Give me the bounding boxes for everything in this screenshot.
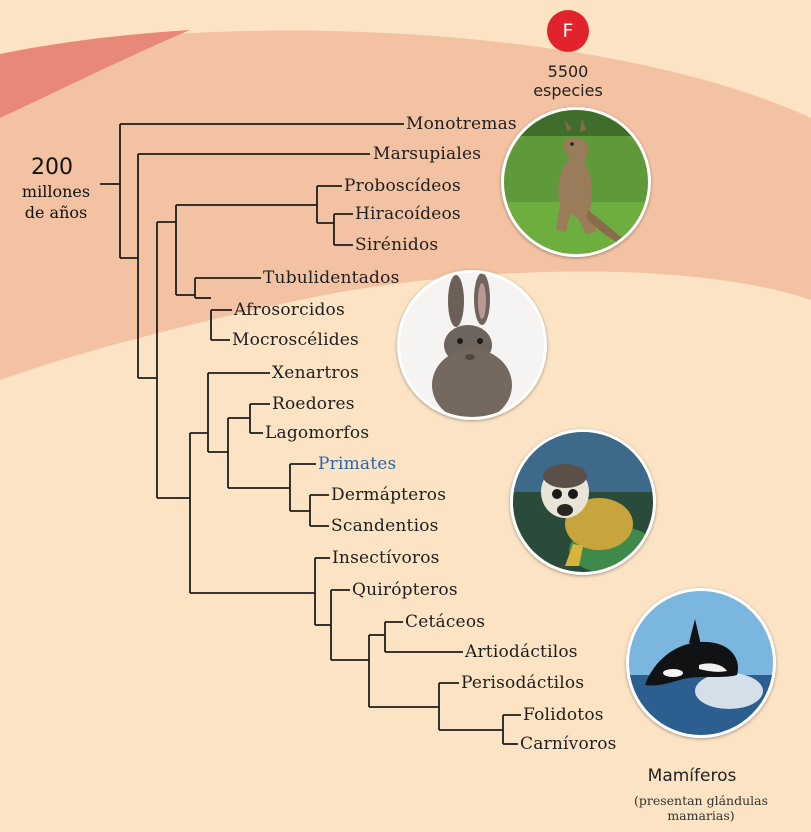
age-value: 200 xyxy=(20,156,84,180)
orca-photo xyxy=(626,588,776,738)
taxon-label-dermapteros: Dermápteros xyxy=(331,485,446,505)
taxon-label-insectivoros: Insectívoros xyxy=(332,548,440,568)
taxon-label-cetaceos: Cetáceos xyxy=(405,612,485,632)
rabbit-photo xyxy=(397,270,547,420)
taxon-label-lagomorfos: Lagomorfos xyxy=(265,423,369,443)
taxon-label-carnivoros: Carnívoros xyxy=(520,734,617,754)
group-title: Mamíferos xyxy=(612,766,772,786)
kangaroo-icon xyxy=(504,110,648,254)
taxon-label-hiracoideos: Hiracoídeos xyxy=(355,204,461,224)
kangaroo-photo xyxy=(501,107,651,257)
taxon-label-mocroscelides: Mocroscélides xyxy=(232,330,359,350)
taxon-label-primates: Primates xyxy=(318,454,396,474)
taxon-label-xenartros: Xenartros xyxy=(272,363,359,383)
taxon-label-sirenidos: Sirénidos xyxy=(355,235,438,255)
taxon-label-scandentios: Scandentios xyxy=(331,516,439,536)
taxon-label-proboscideos: Proboscídeos xyxy=(344,176,461,196)
taxon-label-marsupiales: Marsupiales xyxy=(373,144,481,164)
taxon-label-roedores: Roedores xyxy=(272,394,355,414)
taxon-label-monotremas: Monotremas xyxy=(406,114,517,134)
taxon-label-afrosorcidos: Afrosorcidos xyxy=(234,300,345,320)
monkey-icon xyxy=(513,432,653,572)
taxon-label-tubulidentados: Tubulidentados xyxy=(263,268,400,288)
taxon-label-perisodactilos: Perisodáctilos xyxy=(461,673,584,693)
taxon-label-quiropteros: Quirópteros xyxy=(352,580,458,600)
taxon-label-artiodactilos: Artiodáctilos xyxy=(465,642,578,662)
section-badge: F xyxy=(547,10,589,52)
rabbit-icon xyxy=(400,273,544,417)
taxon-label-folidotos: Folidotos xyxy=(523,705,604,725)
orca-icon xyxy=(629,591,773,735)
monkey-photo xyxy=(510,429,656,575)
